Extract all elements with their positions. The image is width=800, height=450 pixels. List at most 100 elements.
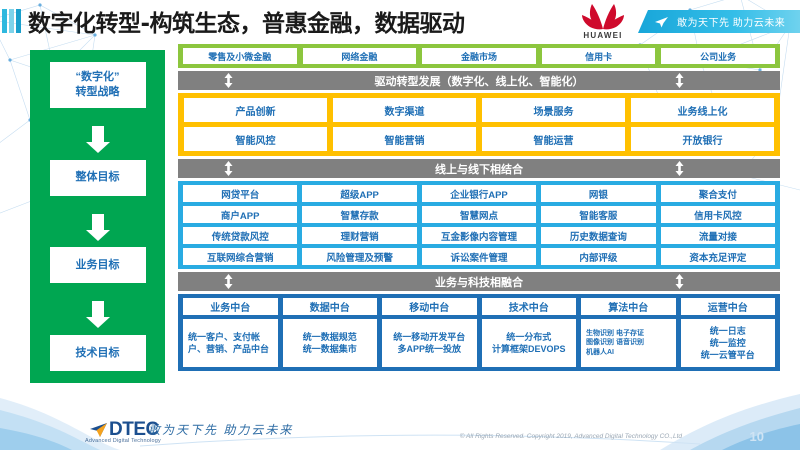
tech-column-4-body: 生物识别 电子存证图像识别 语音识别机器人AI	[581, 319, 676, 367]
tech-column-1-body: 统一数据规范统一数据集市	[282, 319, 377, 367]
huawei-flower-icon	[582, 4, 624, 30]
overall-goal-1-1[interactable]: 智能营销	[333, 127, 476, 151]
slide-footer: DTEC Advanced Digital Technology 敢为天下先 助…	[0, 392, 800, 450]
double-arrow-icon	[224, 161, 233, 176]
dtec-slogan: 敢为天下先 助力云未来	[148, 423, 294, 437]
page-title: 数字化转型-构筑生态，普惠金融，数据驱动	[28, 11, 465, 37]
double-arrow-icon	[224, 73, 233, 88]
huawei-wordmark: HUAWEI	[583, 31, 623, 40]
tech-column-0[interactable]: 业务中台 统一客户、支付帐户、营销、产品中台	[183, 298, 278, 367]
tech-column-0-head: 业务中台	[183, 298, 278, 315]
business-lines-row: 零售及小微金融 网络金融 金融市场 信用卡 公司业务	[183, 48, 775, 64]
double-arrow-icon	[675, 274, 684, 289]
business-goal-3-3[interactable]: 内部评级	[541, 248, 656, 265]
business-goal-3-4[interactable]: 资本充足评定	[660, 248, 776, 265]
huawei-logo: HUAWEI	[574, 2, 632, 40]
strategy-box-0-line1: “数字化”	[75, 71, 120, 83]
business-goals-band: 网贷平台 超级APP 企业银行APP 网银 聚合支付 商户APP 智慧存款 智慧…	[178, 181, 780, 269]
flow-arrow-0	[85, 108, 110, 160]
strategy-box-2-line1: 业务目标	[75, 258, 120, 271]
content-stack: 零售及小微金融 网络金融 金融市场 信用卡 公司业务 驱动转型发展（数字化、线上…	[178, 44, 780, 371]
copyright-text: © All Rights Reserved. Copyright 2019, A…	[459, 433, 682, 440]
separator-drive-transformation: 驱动转型发展（数字化、线上化、智能化）	[178, 71, 780, 90]
overall-goal-0-2[interactable]: 场景服务	[482, 98, 625, 122]
overall-goal-1-2[interactable]: 智能运营	[482, 127, 625, 151]
strategy-box-0-line2: 转型战略	[75, 86, 120, 98]
business-goal-0-1[interactable]: 超级APP	[302, 185, 417, 202]
business-goal-2-1[interactable]: 理财营销	[302, 227, 417, 244]
business-goal-0-0[interactable]: 网贷平台	[183, 185, 298, 202]
dtec-triangle-icon	[90, 423, 107, 437]
business-line-4[interactable]: 公司业务	[661, 48, 775, 64]
business-goals-row-1: 商户APP 智慧存款 智慧网点 智能客服 信用卡风控	[183, 206, 776, 223]
tech-column-4[interactable]: 算法中台 生物识别 电子存证图像识别 语音识别机器人AI	[581, 298, 676, 367]
arrow-down-icon	[85, 213, 110, 241]
tech-column-3[interactable]: 技术中台 统一分布式计算框架DEVOPS	[481, 298, 576, 367]
tech-goals-band: 业务中台 统一客户、支付帐户、营销、产品中台 数据中台 统一数据规范统一数据集市…	[178, 294, 780, 371]
business-goals-row-3: 互联网综合营销 风险管理及预警 诉讼案件管理 内部评级 资本充足评定	[183, 248, 776, 265]
business-goal-2-3[interactable]: 历史数据查询	[541, 227, 656, 244]
overall-goals-band: 产品创新 数字渠道 场景服务 业务线上化 智能风控 智能营销 智能运营 开放银行	[178, 93, 780, 156]
business-goal-2-4[interactable]: 流量对接	[660, 227, 776, 244]
overall-goal-0-3[interactable]: 业务线上化	[631, 98, 774, 122]
strategy-box-1-line1: 整体目标	[75, 171, 120, 184]
separator-fusion-label: 业务与科技相融合	[435, 276, 523, 289]
business-goals-row-0: 网贷平台 超级APP 企业银行APP 网银 聚合支付	[183, 185, 776, 202]
business-line-3[interactable]: 信用卡	[541, 48, 656, 64]
business-goals-row-2: 传统贷款风控 理财营销 互金影像内容管理 历史数据查询 流量对接	[183, 227, 776, 244]
tech-column-2[interactable]: 移动中台 统一移动开发平台多APP统一投放	[382, 298, 477, 367]
business-goal-3-2[interactable]: 诉讼案件管理	[421, 248, 537, 265]
dtec-tagline: Advanced Digital Technology	[85, 438, 161, 444]
overall-goal-0-0[interactable]: 产品创新	[184, 98, 327, 122]
arrow-down-icon	[85, 301, 110, 329]
page-number: 10	[749, 429, 764, 444]
strategy-box-0[interactable]: “数字化” 转型战略	[49, 62, 146, 108]
tech-column-1-head: 数据中台	[282, 298, 377, 315]
strategy-box-1[interactable]: 整体目标	[49, 159, 146, 196]
business-goal-3-1[interactable]: 风险管理及预警	[302, 248, 417, 265]
tech-column-0-body: 统一客户、支付帐户、营销、产品中台	[183, 319, 278, 367]
tech-column-5-body: 统一日志统一监控统一云管平台	[680, 319, 775, 367]
business-goal-0-4[interactable]: 聚合支付	[660, 185, 776, 202]
business-goal-2-0[interactable]: 传统贷款风控	[183, 227, 298, 244]
tech-column-5-head: 运营中台	[680, 298, 775, 315]
slide-header: 数字化转型-构筑生态，普惠金融，数据驱动 HUAWEI 敢为天下先 助力云未来	[0, 0, 800, 42]
overall-goal-1-3[interactable]: 开放银行	[631, 127, 774, 151]
separator-fusion: 业务与科技相融合	[178, 272, 780, 291]
business-goal-1-3[interactable]: 智能客服	[541, 206, 656, 223]
strategy-box-3[interactable]: 技术目标	[49, 335, 146, 372]
separator-online-offline: 线上与线下相结合	[178, 159, 780, 178]
double-arrow-icon	[675, 161, 684, 176]
overall-goal-1-0[interactable]: 智能风控	[184, 127, 327, 151]
business-goal-1-0[interactable]: 商户APP	[183, 206, 298, 223]
business-goal-0-2[interactable]: 企业银行APP	[421, 185, 537, 202]
business-line-0[interactable]: 零售及小微金融	[183, 48, 297, 64]
tech-column-3-head: 技术中台	[481, 298, 576, 315]
strategy-box-2[interactable]: 业务目标	[49, 247, 146, 284]
flow-arrow-1	[85, 196, 110, 248]
business-goal-3-0[interactable]: 互联网综合营销	[183, 248, 298, 265]
business-goal-0-3[interactable]: 网银	[541, 185, 656, 202]
business-goal-1-2[interactable]: 智慧网点	[421, 206, 537, 223]
tech-column-5[interactable]: 运营中台 统一日志统一监控统一云管平台	[680, 298, 775, 367]
overall-goal-0-1[interactable]: 数字渠道	[333, 98, 476, 122]
tech-column-3-body: 统一分布式计算框架DEVOPS	[481, 319, 576, 367]
business-line-1[interactable]: 网络金融	[302, 48, 417, 64]
business-goal-2-2[interactable]: 互金影像内容管理	[421, 227, 537, 244]
strategy-box-3-line1: 技术目标	[75, 346, 120, 359]
business-goal-1-1[interactable]: 智慧存款	[302, 206, 417, 223]
arrow-down-icon	[85, 125, 110, 153]
business-line-2[interactable]: 金融市场	[422, 48, 536, 64]
flow-arrow-2	[85, 283, 110, 335]
huawei-slogan-banner: 敢为天下先 助力云未来	[638, 10, 800, 33]
double-arrow-icon	[675, 73, 684, 88]
business-goal-1-4[interactable]: 信用卡风控	[660, 206, 776, 223]
separator-online-offline-label: 线上与线下相结合	[435, 163, 523, 176]
title-accent-bars-icon	[2, 9, 28, 33]
tech-column-1[interactable]: 数据中台 统一数据规范统一数据集市	[282, 298, 377, 367]
paper-plane-icon	[655, 16, 668, 27]
strategy-flow-column: “数字化” 转型战略 整体目标 业务目标 技术目标	[30, 50, 165, 383]
separator-drive-label: 驱动转型发展（数字化、线上化、智能化）	[374, 75, 584, 88]
dtec-wordmark: DTEC	[109, 419, 159, 440]
